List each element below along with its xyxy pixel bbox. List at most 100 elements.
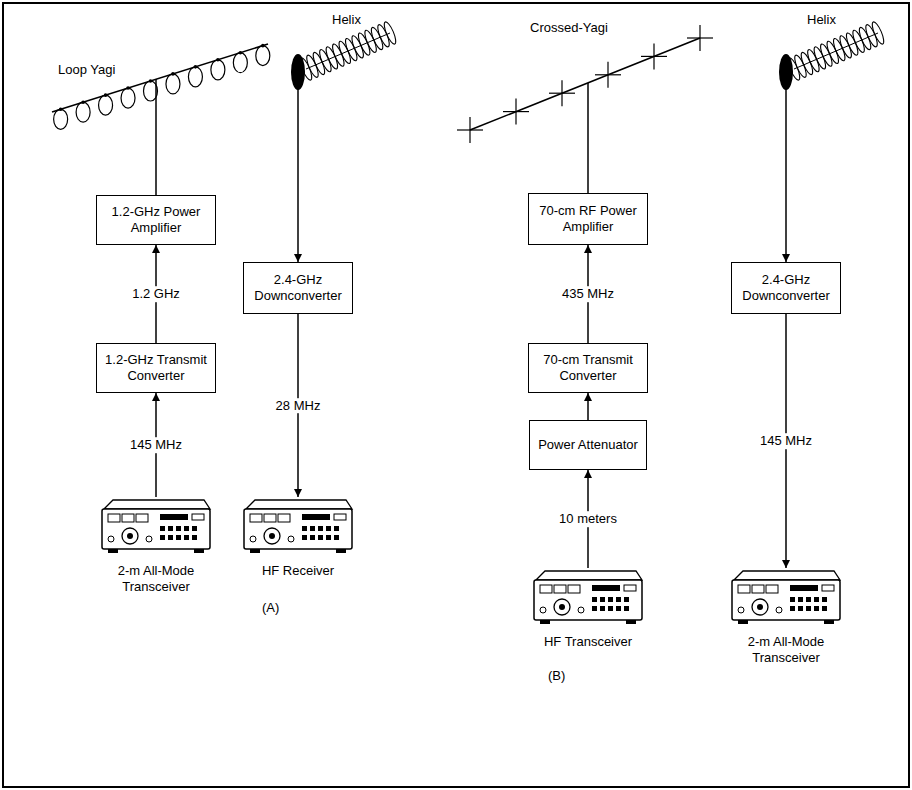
signal-line	[297, 100, 299, 262]
helix-turn	[369, 26, 385, 51]
helix-turn	[363, 29, 379, 54]
helix-turn	[786, 57, 802, 82]
node-text: 2-m All-Mode Transceiver	[110, 563, 202, 596]
converter-box: 1.2-GHz Transmit Converter	[96, 343, 216, 393]
node-text: 2-m All-Mode Transceiver	[740, 634, 832, 667]
transceiver-icon	[732, 571, 840, 624]
antenna: Crossed-Yagi	[450, 10, 710, 135]
yagi-element	[653, 43, 654, 69]
frequency-label: 435 MHz	[559, 286, 617, 302]
signal-line	[587, 135, 589, 193]
loop-element	[256, 46, 270, 66]
frequency-label: 1.2 GHz	[129, 286, 183, 302]
converter-box: Power Attenuator	[529, 420, 647, 470]
antenna-feed	[785, 88, 787, 100]
converter-box: 2.4-GHz Downconverter	[243, 262, 353, 314]
helix-axis	[306, 33, 390, 69]
loop-yagi-antenna	[52, 44, 270, 135]
antenna-mast	[587, 83, 589, 135]
antenna: Loop Yagi	[40, 28, 275, 135]
crossed-yagi-antenna	[457, 25, 713, 143]
element-mount	[126, 86, 130, 90]
node-text: Loop Yagi	[58, 62, 115, 77]
helix-turn	[805, 48, 821, 73]
helix-turn	[793, 54, 809, 79]
node-text: 70-cm RF Power Amplifier	[533, 203, 643, 236]
helix-reflector	[779, 54, 793, 90]
helix-turn	[343, 37, 359, 62]
antenna-boom	[52, 44, 268, 112]
element-mount	[261, 44, 265, 48]
converter-box: 2.4-GHz Downconverter	[731, 262, 841, 314]
helix-turn	[818, 43, 834, 68]
helix-turn	[317, 48, 333, 73]
antenna: Helix	[765, 8, 890, 100]
yagi-element	[699, 25, 700, 51]
crossed-elements	[457, 25, 713, 143]
converter-box: 70-cm Transmit Converter	[528, 343, 648, 393]
loop-elements	[54, 44, 270, 129]
outer-frame	[3, 3, 909, 787]
element-mount	[216, 58, 220, 62]
helix-turn	[838, 34, 854, 59]
helix-antenna	[779, 21, 886, 100]
node-text: Crossed-Yagi	[530, 20, 608, 35]
antenna-boom	[470, 38, 700, 130]
helix-coil	[786, 21, 886, 82]
yagi-element	[515, 99, 516, 125]
radio-set: 2-m All-Mode Transceiver	[721, 568, 851, 667]
helix-turn	[356, 32, 372, 57]
node-text: Helix	[807, 12, 836, 27]
figure-part-label: (A)	[262, 600, 279, 616]
antenna: Helix	[280, 8, 400, 100]
helix-turn	[831, 37, 847, 62]
node-text: 2.4-GHz Downconverter	[736, 272, 836, 305]
helix-turn	[350, 34, 366, 59]
loop-element	[54, 109, 68, 129]
frequency-label: 28 MHz	[273, 398, 324, 414]
receiver-icon	[244, 500, 352, 553]
radio-set: HF Transceiver	[523, 568, 653, 650]
radio-set: 2-m All-Mode Transceiver	[91, 497, 221, 596]
helix-turn	[311, 51, 327, 76]
transceiver-icon	[534, 571, 642, 624]
yagi-element	[561, 80, 562, 106]
element-mount	[81, 100, 85, 104]
signal-line	[155, 135, 157, 195]
frequency-label: 145 MHz	[757, 433, 815, 449]
node-text: 1.2-GHz Transmit Converter	[101, 352, 211, 385]
converter-box: 70-cm RF Power Amplifier	[528, 193, 648, 245]
transceiver-icon	[102, 500, 210, 553]
node-text: Helix	[332, 12, 361, 27]
helix-turn	[330, 43, 346, 68]
node-text: 1.2-GHz Power Amplifier	[101, 204, 211, 237]
helix-turn	[298, 57, 314, 82]
converter-box: 1.2-GHz Power Amplifier	[96, 195, 216, 245]
element-mount	[239, 51, 243, 55]
loop-element	[99, 95, 113, 115]
element-mount	[171, 72, 175, 76]
element-mount	[104, 93, 108, 97]
loop-element	[233, 53, 247, 73]
figure-part-label: (B)	[548, 668, 565, 684]
node-text: 2.4-GHz Downconverter	[248, 272, 348, 305]
loop-element	[166, 74, 180, 94]
loop-element	[76, 102, 90, 122]
helix-turn	[337, 40, 353, 65]
helix-turn	[870, 21, 886, 46]
node-text: 70-cm Transmit Converter	[533, 352, 643, 385]
helix-turn	[844, 32, 860, 57]
helix-turn	[376, 23, 392, 48]
node-text: Power Attenuator	[538, 437, 638, 453]
helix-turn	[857, 26, 873, 51]
helix-turn	[382, 21, 398, 46]
frequency-label: 10 meters	[556, 511, 620, 527]
loop-element	[121, 88, 135, 108]
radio-set: HF Receiver	[233, 497, 363, 579]
node-text: HF Transceiver	[526, 634, 650, 650]
helix-turn	[305, 54, 321, 79]
yagi-element	[607, 62, 608, 88]
